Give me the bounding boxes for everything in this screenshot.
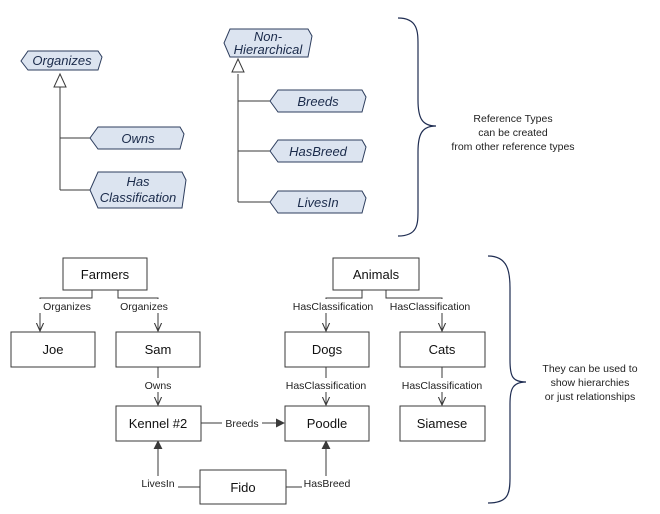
node-animals-label: Animals (353, 267, 400, 282)
reftype-has-classification-label-2: Classification (100, 190, 177, 205)
reftype-organizes[interactable]: Organizes (20, 50, 103, 71)
edge-animals-dogs: HasClassification (289, 290, 377, 331)
reftype-lives-in[interactable]: LivesIn (269, 190, 367, 214)
reftype-has-breed-label: HasBreed (289, 144, 348, 159)
node-siamese[interactable]: Siamese (399, 405, 486, 442)
brace-top (397, 17, 437, 237)
node-sam-label: Sam (145, 342, 172, 357)
inheritance-lines-organizes (53, 72, 90, 191)
edge-cats-siamese: HasClassification (399, 367, 485, 405)
edge-kennel-poodle-label: Breeds (225, 418, 258, 430)
node-joe[interactable]: Joe (10, 331, 96, 368)
edge-fido-kennel-label: LivesIn (141, 478, 174, 490)
note-usage: They can be used to show hierarchies or … (542, 363, 637, 403)
edge-fido-poodle-label: HasBreed (304, 478, 351, 490)
edge-dogs-poodle-label: HasClassification (286, 380, 367, 392)
edge-animals-dogs-label: HasClassification (293, 301, 374, 313)
svg-text:or just relationships: or just relationships (545, 391, 635, 403)
inheritance-triangle (53, 72, 67, 88)
reftype-has-breed[interactable]: HasBreed (269, 139, 367, 163)
svg-text:Reference Types: Reference Types (473, 113, 552, 125)
node-poodle-label: Poodle (307, 416, 347, 431)
edge-cats-siamese-label: HasClassification (402, 380, 483, 392)
svg-text:They can be used to: They can be used to (542, 363, 637, 375)
reftype-owns-label: Owns (121, 131, 155, 146)
node-fido[interactable]: Fido (199, 469, 287, 505)
svg-text:show hierarchies: show hierarchies (551, 377, 630, 389)
reftype-organizes-label: Organizes (32, 53, 92, 68)
reftype-has-classification[interactable]: Has Classification (89, 171, 187, 209)
reftype-breeds-label: Breeds (297, 94, 339, 109)
reftype-has-classification-label-1: Has (126, 174, 150, 189)
reftype-owns[interactable]: Owns (89, 126, 185, 150)
node-dogs-label: Dogs (312, 342, 343, 357)
reftype-lives-in-label: LivesIn (297, 195, 338, 210)
svg-text:can be created: can be created (478, 127, 548, 139)
edge-farmers-sam-label: Organizes (120, 301, 168, 313)
svg-text:from other reference types: from other reference types (451, 141, 574, 153)
node-kennel[interactable]: Kennel #2 (115, 405, 202, 442)
edge-sam-kennel-label: Owns (145, 380, 172, 392)
node-poodle[interactable]: Poodle (284, 405, 370, 442)
node-sam[interactable]: Sam (115, 331, 201, 368)
edge-fido-poodle: HasBreed (286, 440, 352, 490)
reftype-non-hierarchical-label-1: Non- (254, 29, 283, 44)
edge-animals-cats-label: HasClassification (390, 301, 471, 313)
node-fido-label: Fido (230, 480, 255, 495)
node-siamese-label: Siamese (417, 416, 468, 431)
inheritance-triangle (231, 57, 245, 73)
node-kennel-label: Kennel #2 (129, 416, 188, 431)
reftype-non-hierarchical-label-2: Hierarchical (234, 42, 304, 57)
node-dogs[interactable]: Dogs (284, 331, 370, 368)
edge-animals-cats: HasClassification (385, 290, 474, 331)
node-farmers[interactable]: Farmers (62, 257, 148, 291)
edge-sam-kennel: Owns (140, 367, 176, 405)
inheritance-lines-nonhierarchical (231, 57, 270, 203)
reftype-breeds[interactable]: Breeds (269, 89, 367, 113)
edge-dogs-poodle: HasClassification (283, 367, 369, 405)
node-animals[interactable]: Animals (332, 257, 420, 291)
node-farmers-label: Farmers (81, 267, 130, 282)
brace-bottom (487, 255, 527, 504)
edge-farmers-joe-label: Organizes (43, 301, 91, 313)
edge-farmers-sam: Organizes (115, 290, 173, 331)
edge-farmers-joe: Organizes (38, 290, 96, 331)
node-cats-label: Cats (429, 342, 456, 357)
edge-kennel-poodle: Breeds (201, 416, 285, 430)
edge-fido-kennel: LivesIn (138, 440, 200, 490)
node-joe-label: Joe (43, 342, 64, 357)
reftype-non-hierarchical[interactable]: Non- Hierarchical (223, 28, 313, 58)
node-cats[interactable]: Cats (399, 331, 486, 368)
note-reference-types: Reference Types can be created from othe… (451, 113, 574, 153)
